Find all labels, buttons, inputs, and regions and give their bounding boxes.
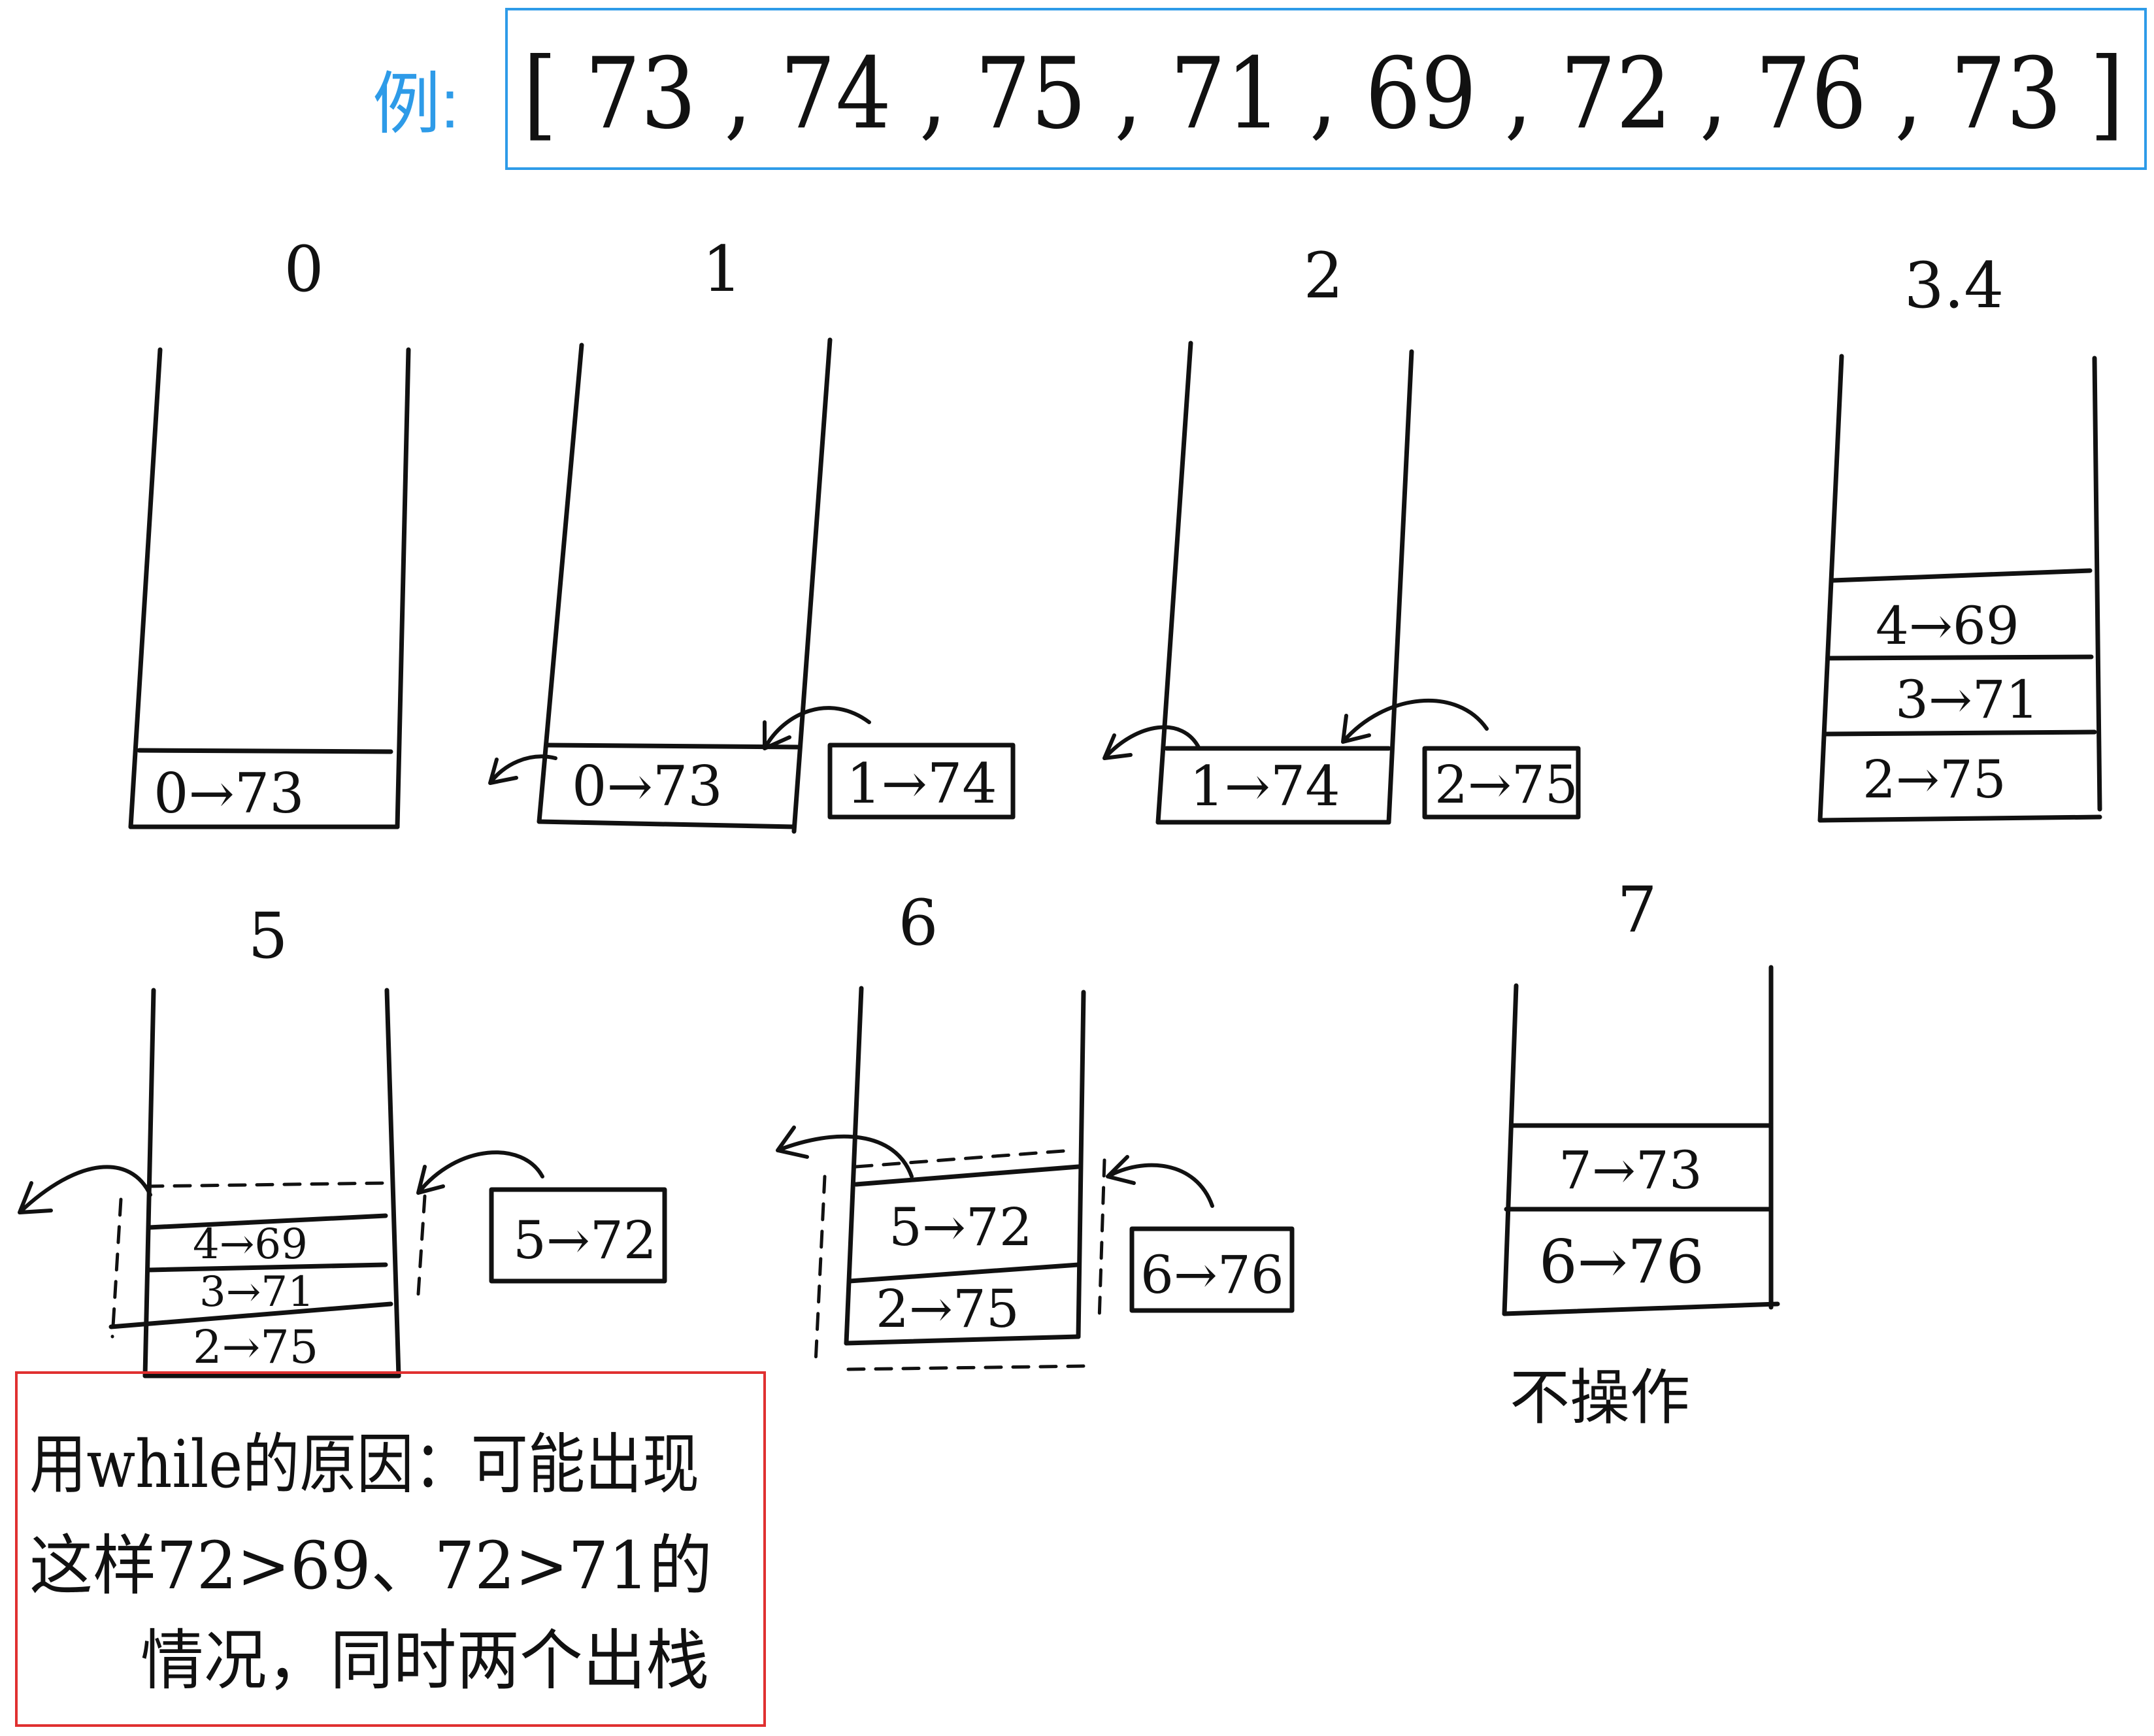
pop-arrow	[18, 1165, 152, 1214]
incoming-element: 2→75	[1434, 754, 1578, 815]
while-reason-note: 用while的原因：可能出现 这样72>69、72>71的 情况，同时两个出栈	[15, 1371, 766, 1727]
incoming-element: 6→76	[1140, 1244, 1284, 1305]
push-arrow	[1106, 1155, 1214, 1208]
incoming-element-box	[1422, 746, 1581, 820]
step-label: 7	[1617, 873, 1657, 946]
push-arrow	[763, 706, 871, 750]
note-box	[15, 1371, 766, 1727]
stack-entry: 0→73	[572, 754, 723, 818]
stack-container	[108, 988, 401, 1378]
stack-entry: 2→75	[193, 1320, 318, 1374]
incoming-element: 1→74	[846, 752, 997, 816]
note-line: 用while的原因：可能出现	[29, 1426, 699, 1503]
stack-entry: 5→72	[889, 1197, 1033, 1258]
push-arrow	[1341, 699, 1489, 744]
stack-entry: 0→73	[154, 761, 305, 826]
step-0: 0 0→73	[128, 233, 411, 829]
popped-region	[110, 1181, 427, 1339]
pop-arrow	[488, 754, 557, 785]
step-label: 5	[248, 899, 288, 973]
stack-entry: 4→69	[193, 1220, 308, 1269]
stack-entry: 4→69	[1876, 595, 2019, 656]
step-3-4: 3.4 4→69 3→71 2→75	[1817, 249, 2102, 823]
incoming-element: 5→72	[513, 1210, 657, 1271]
pop-arrow	[1102, 725, 1201, 760]
step-label: 1	[702, 233, 742, 306]
no-operation-note: 不操作	[1510, 1363, 1690, 1433]
incoming-element-box	[489, 1187, 667, 1284]
step-label: 0	[284, 233, 323, 306]
stack-entry: 3→71	[1895, 669, 2039, 730]
step-7: 7 7→73 6→76 不操作	[1502, 873, 1780, 1433]
example-array: [ 73 , 74 , 75 , 71 , 69 , 72 , 76 , 73 …	[523, 37, 2124, 151]
stack-entry: 2→75	[1863, 749, 2006, 810]
stack-container	[128, 347, 411, 829]
step-6: 6 5→72 2→75 6→76	[776, 886, 1295, 1371]
step-label: 6	[898, 886, 938, 960]
example-label: 例:	[373, 67, 459, 142]
stack-entry: 7→73	[1559, 1140, 1702, 1201]
step-label: 3.4	[1904, 249, 2004, 322]
stack-container	[1817, 354, 2102, 823]
popped-region	[814, 1148, 1106, 1371]
step-2: 2 1→74 2→75	[1102, 239, 1581, 825]
incoming-element-box	[1129, 1226, 1295, 1313]
stack-container	[844, 986, 1086, 1346]
stack-entry: 2→75	[876, 1278, 1019, 1339]
step-label: 2	[1303, 239, 1343, 312]
stack-entry: 6→76	[1539, 1227, 1704, 1297]
step-1: 1 0→73 1→74	[488, 233, 1016, 834]
stack-container	[1502, 965, 1780, 1316]
stack-container	[537, 337, 833, 834]
stack-entry: 3→71	[199, 1268, 314, 1316]
stack-container	[1155, 341, 1414, 825]
push-arrow	[416, 1150, 544, 1195]
note-line: 这样72>69、72>71的	[29, 1527, 712, 1604]
pop-arrow	[776, 1126, 914, 1178]
step-5: 5 4→69 3→71 2→75 5→72	[18, 899, 667, 1378]
example-array-box	[505, 8, 2147, 170]
stack-entry: 1→74	[1189, 754, 1340, 818]
incoming-element-box	[827, 743, 1016, 820]
note-line: 情况，同时两个出栈	[141, 1622, 709, 1699]
